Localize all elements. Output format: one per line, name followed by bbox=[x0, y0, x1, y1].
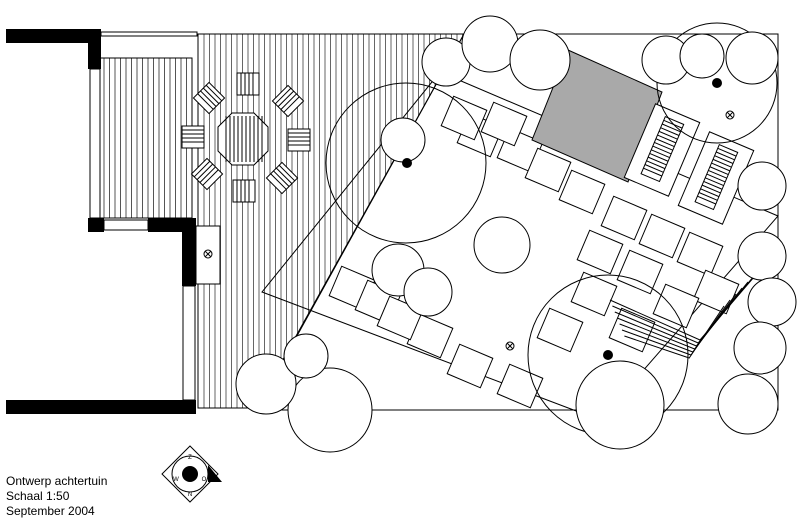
shrub-icon bbox=[575, 360, 665, 450]
chair-icon bbox=[181, 125, 205, 149]
paving-stone bbox=[616, 249, 664, 295]
tree-trunks bbox=[402, 78, 722, 360]
paving-stone bbox=[480, 101, 528, 147]
paving-stone bbox=[496, 363, 544, 409]
lamp-icon bbox=[203, 249, 213, 259]
compass-east: O bbox=[202, 477, 207, 483]
shrub-icon bbox=[733, 321, 787, 375]
garden-boundary bbox=[255, 33, 779, 411]
chair-icon bbox=[265, 161, 299, 195]
paving-stone bbox=[570, 271, 618, 317]
shrub-icon bbox=[461, 15, 519, 73]
shrub-icon bbox=[717, 373, 779, 435]
shrub-icon bbox=[235, 353, 297, 415]
garden-steps bbox=[609, 269, 761, 359]
shrub-icon bbox=[287, 367, 373, 453]
garden-lamp-icons bbox=[505, 110, 735, 351]
title-block: Ontwerp achtertuin Schaal 1:50 September… bbox=[6, 474, 107, 519]
step-line bbox=[624, 305, 725, 359]
paving-stone bbox=[676, 231, 724, 277]
compass-west: W bbox=[173, 477, 179, 483]
deck-chairs bbox=[181, 72, 311, 203]
shrub-icon bbox=[747, 277, 797, 327]
garden-shed bbox=[531, 49, 663, 183]
paving-stone bbox=[638, 213, 686, 259]
trees-and-shrubs bbox=[235, 15, 797, 453]
chair-icon bbox=[232, 179, 256, 203]
paving-stone bbox=[440, 95, 488, 141]
drawing-scale: Schaal 1:50 bbox=[6, 489, 70, 503]
shrub-icon bbox=[737, 161, 787, 211]
compass-north: N bbox=[188, 492, 192, 498]
side-deck-outline bbox=[99, 57, 193, 219]
lounger-icon bbox=[623, 103, 701, 197]
shrub-icon bbox=[403, 267, 453, 317]
chair-icon bbox=[192, 81, 226, 115]
shrub-icon bbox=[737, 231, 787, 281]
drawing-date: September 2004 bbox=[6, 504, 95, 518]
chair-icon bbox=[190, 157, 224, 191]
house-walls bbox=[6, 29, 196, 414]
paving-stone bbox=[536, 307, 584, 353]
sun-loungers bbox=[623, 103, 755, 225]
window-frames bbox=[89, 31, 198, 401]
tree-canopy bbox=[325, 82, 487, 244]
paving-stones bbox=[328, 95, 740, 409]
paving-stone bbox=[576, 229, 624, 275]
chair-icon bbox=[287, 128, 311, 152]
compass-south: Z bbox=[188, 455, 192, 461]
dining-table-icon bbox=[217, 112, 269, 166]
shrub-icon bbox=[283, 333, 329, 379]
shrub-icon bbox=[380, 117, 426, 163]
tree-canopy bbox=[656, 22, 778, 144]
shrub-icon bbox=[473, 216, 531, 274]
shrub-icon bbox=[679, 33, 725, 79]
chair-icon bbox=[271, 84, 305, 118]
shrub-icon bbox=[725, 31, 779, 85]
paving-stone bbox=[652, 283, 700, 329]
paving-stone bbox=[558, 169, 606, 215]
paving-stone bbox=[446, 343, 494, 389]
shrub-icon bbox=[509, 29, 571, 91]
deck-step bbox=[195, 225, 221, 285]
paving-stone bbox=[600, 195, 648, 241]
paving-stone bbox=[692, 269, 740, 315]
drawing-title: Ontwerp achtertuin bbox=[6, 474, 108, 488]
compass-icon: Z O N W bbox=[161, 445, 222, 503]
chair-icon bbox=[236, 72, 260, 96]
side-deck bbox=[103, 58, 187, 218]
paving-stone bbox=[524, 147, 572, 193]
